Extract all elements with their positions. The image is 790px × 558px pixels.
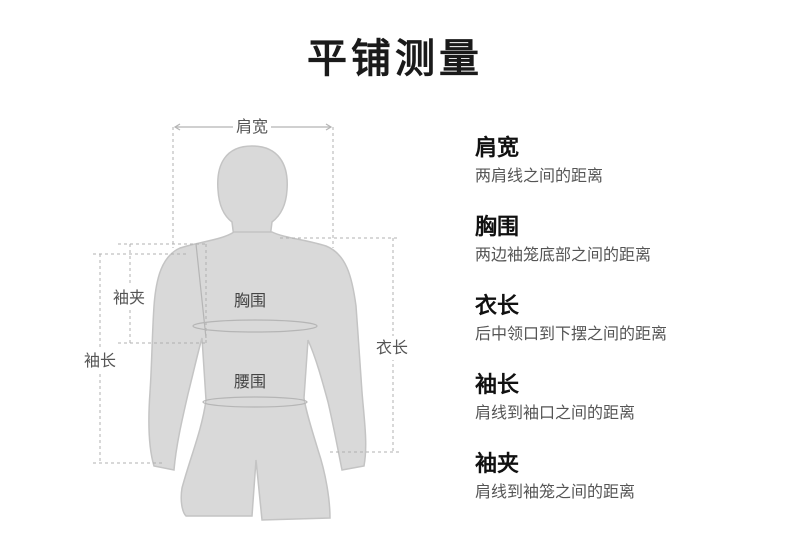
legend-term: 袖长 [475, 373, 520, 398]
legend-item-sleeve: 袖长 肩线到袖口之间的距离 [475, 371, 775, 450]
torso-shape [148, 231, 367, 521]
chest-label: 胸围 [234, 291, 267, 310]
armhole-label: 袖夹 [111, 286, 148, 310]
legend-item-armhole: 袖夹 肩线到袖笼之间的距离 [475, 450, 775, 529]
shoulder-width-label: 肩宽 [233, 117, 272, 137]
legend-desc: 后中领口到下摆之间的距离 [475, 324, 668, 343]
legend-item-length: 衣长 后中领口到下摆之间的距离 [475, 292, 775, 371]
legend-term: 袖夹 [475, 452, 520, 477]
head-shape [217, 145, 288, 239]
legend-term: 胸围 [475, 215, 520, 240]
legend-desc: 两边袖笼底部之间的距离 [475, 245, 652, 264]
body-silhouette [148, 145, 367, 521]
legend-desc: 肩线到袖口之间的距离 [475, 403, 636, 422]
waist-label: 腰围 [234, 372, 267, 391]
legend-item-chest: 胸围 两边袖笼底部之间的距离 [475, 213, 775, 292]
legend-desc: 两肩线之间的距离 [475, 166, 604, 185]
sleeve-length-label: 袖长 [82, 349, 119, 373]
page-title: 平铺测量 [307, 36, 483, 82]
legend-desc: 肩线到袖笼之间的距离 [475, 482, 636, 501]
length-label: 衣长 [374, 336, 411, 360]
measurement-legend: 肩宽 两肩线之间的距离 胸围 两边袖笼底部之间的距离 衣长 后中领口到下摆之间的… [475, 134, 775, 529]
legend-item-shoulder: 肩宽 两肩线之间的距离 [475, 134, 775, 213]
legend-term: 衣长 [475, 294, 520, 319]
legend-term: 肩宽 [475, 136, 520, 161]
